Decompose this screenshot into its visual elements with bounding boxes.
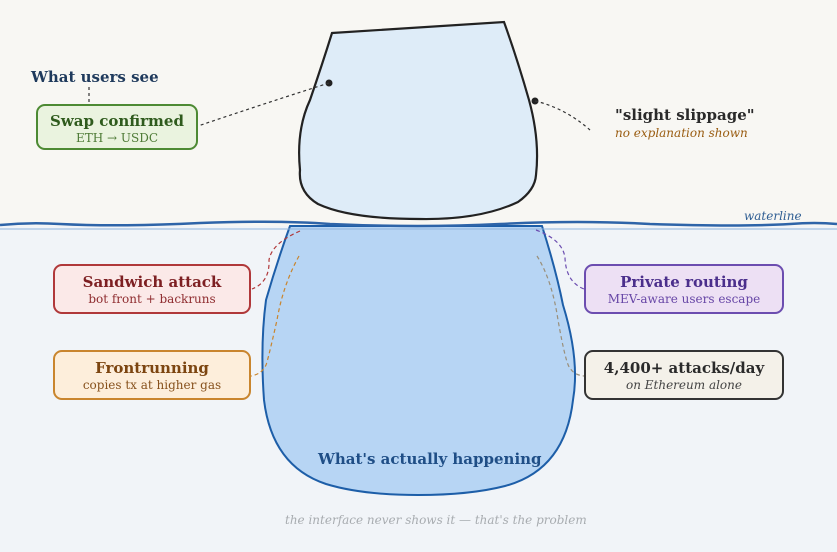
users-see-label: What users see <box>31 68 159 86</box>
attacks-card-title: 4,400+ attacks/day <box>603 359 765 377</box>
swap-confirmed-card: Swap confirmed ETH → USDC <box>36 104 198 150</box>
frontrunning-card-subtitle: copies tx at higher gas <box>82 378 222 392</box>
waterline <box>0 220 837 228</box>
callout-line-sandwich <box>251 230 301 290</box>
callout-line-slippage <box>534 100 591 131</box>
callout-line-swap <box>197 82 330 127</box>
sandwich-card-subtitle: bot front + backruns <box>88 292 216 306</box>
slippage-label: "slight slippage" <box>615 106 755 124</box>
no-explanation-label: no explanation shown <box>615 126 748 140</box>
iceberg-tip <box>298 20 539 221</box>
frontrunning-card-title: Frontrunning <box>95 359 209 377</box>
callout-line-attacks <box>536 255 585 377</box>
iceberg-underwater <box>261 225 577 497</box>
attacks-per-day-card: 4,400+ attacks/day on Ethereum alone <box>584 350 784 400</box>
frontrunning-card: Frontrunning copies tx at higher gas <box>53 350 251 400</box>
callout-line-frontrunning <box>250 255 300 377</box>
underwater-label: What's actually happening <box>318 450 542 468</box>
footer-caption: the interface never shows it — that's th… <box>285 513 587 527</box>
swap-card-title: Swap confirmed <box>50 112 184 130</box>
waterline-label: waterline <box>744 209 802 223</box>
callout-line-private <box>535 229 585 290</box>
sandwich-card-title: Sandwich attack <box>82 273 222 291</box>
sandwich-attack-card: Sandwich attack bot front + backruns <box>53 264 251 314</box>
private-routing-card-subtitle: MEV-aware users escape <box>607 292 761 306</box>
private-routing-card-title: Private routing <box>620 273 748 291</box>
swap-card-subtitle: ETH → USDC <box>75 131 159 145</box>
attacks-card-subtitle: on Ethereum alone <box>626 378 742 392</box>
private-routing-card: Private routing MEV-aware users escape <box>584 264 784 314</box>
